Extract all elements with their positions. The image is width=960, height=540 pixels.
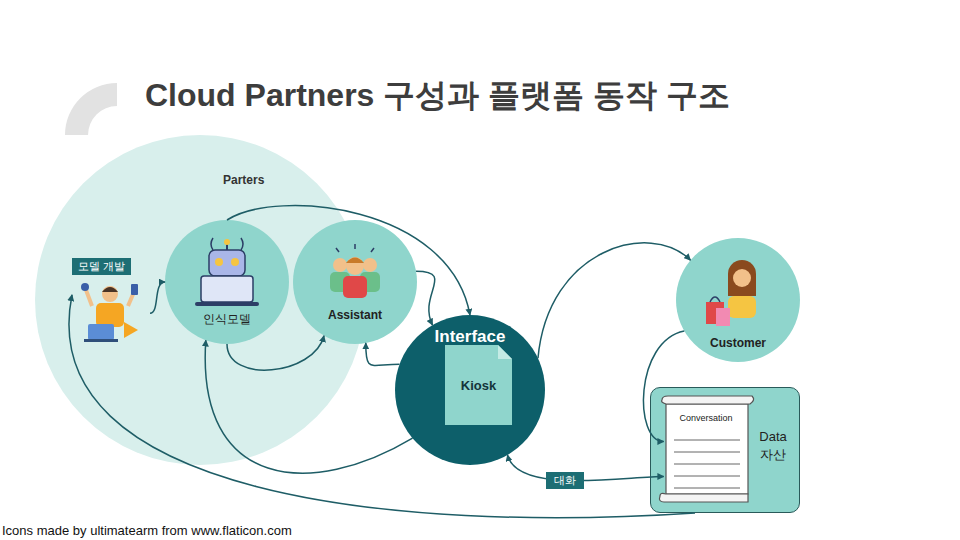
flow-arrow [69, 295, 695, 518]
conversation-scroll [660, 396, 754, 502]
node-label: Interface [435, 327, 506, 347]
node-label: Kiosk [461, 378, 496, 393]
kiosk-fold [498, 345, 512, 359]
flow-arrow [416, 271, 435, 325]
flow-arrow [205, 340, 412, 473]
flow-arrow [538, 243, 691, 358]
interface-circle: InterfaceKiosk [395, 315, 545, 465]
flow-arrow [508, 455, 664, 481]
node-label: Parters [223, 173, 264, 187]
flow-arrow [366, 343, 400, 365]
node-label: Customer [710, 336, 766, 350]
node-label: Assistant [328, 308, 382, 322]
developer-icon [81, 283, 138, 342]
node-label: 인식모델 [203, 311, 251, 328]
assistant-icon [330, 244, 380, 298]
flow-arrow [150, 282, 165, 313]
robot-icon [195, 238, 259, 306]
edge-label: 대화 [546, 472, 584, 489]
partners-region: Parters모델 개발인식모델Assistant [35, 135, 365, 465]
node-label: Conversation [679, 413, 732, 423]
node-label: 모델 개발 [72, 258, 131, 275]
flow-arrow [643, 331, 684, 442]
node-label: Data 자산 [753, 428, 793, 463]
title-ornament [65, 83, 117, 135]
icon-credit: Icons made by ultimatearm from www.flati… [2, 523, 292, 538]
diagram-title: Cloud Partners 구성과 플랫폼 동작 구조 [145, 74, 730, 118]
flow-arrow [227, 206, 470, 315]
flow-arrow [227, 336, 324, 370]
customer-icon [706, 260, 756, 326]
